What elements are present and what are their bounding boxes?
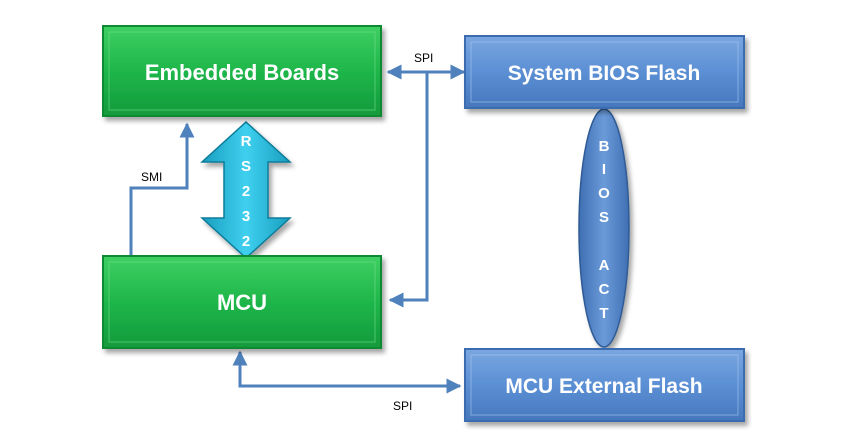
node-mcu-external-flash: MCU External Flash bbox=[464, 348, 745, 422]
rs232-letter: 2 bbox=[242, 233, 250, 250]
node-system-bios-flash: System BIOS Flash bbox=[464, 35, 745, 109]
mcu-external-flash-label: MCU External Flash bbox=[505, 375, 702, 398]
rs232-letter: R bbox=[241, 133, 252, 150]
smi-arrow bbox=[129, 122, 195, 256]
spi-bottom-arrow bbox=[232, 350, 462, 394]
bios-act-letter: C bbox=[599, 281, 610, 298]
bios-act-letter: S bbox=[599, 209, 609, 226]
connector-lines bbox=[129, 64, 466, 394]
embedded-boards-label: Embedded Boards bbox=[145, 60, 339, 85]
rs232-letter: 3 bbox=[242, 208, 250, 225]
mcu-box bbox=[102, 255, 382, 349]
mcu-label: MCU bbox=[217, 290, 267, 315]
node-mcu: MCU bbox=[102, 255, 382, 349]
spi-top-label: SPI bbox=[414, 51, 433, 65]
system-bios-flash-label: System BIOS Flash bbox=[508, 62, 701, 85]
bios-act-letter: I bbox=[602, 161, 606, 178]
rs232-letter: 2 bbox=[242, 183, 250, 200]
embedded-boards-box bbox=[102, 25, 382, 117]
rs232-connector: R S 2 3 2 bbox=[200, 120, 292, 260]
bios-act-letter: T bbox=[599, 305, 608, 322]
system-bios-flash-box bbox=[464, 35, 745, 109]
mcu-external-flash-box bbox=[464, 348, 745, 422]
bios-act-letter: B bbox=[599, 138, 610, 155]
bios-act-connector: B I O S A C T bbox=[578, 108, 630, 348]
rs232-letter: S bbox=[241, 158, 251, 175]
node-embedded-boards: Embedded Boards bbox=[102, 25, 382, 117]
bios-act-letter: O bbox=[598, 185, 610, 202]
spi-mcu-arrow bbox=[388, 72, 429, 308]
spi-bottom-label: SPI bbox=[393, 399, 412, 413]
smi-label: SMI bbox=[141, 170, 162, 184]
bios-act-letter: A bbox=[599, 257, 610, 274]
